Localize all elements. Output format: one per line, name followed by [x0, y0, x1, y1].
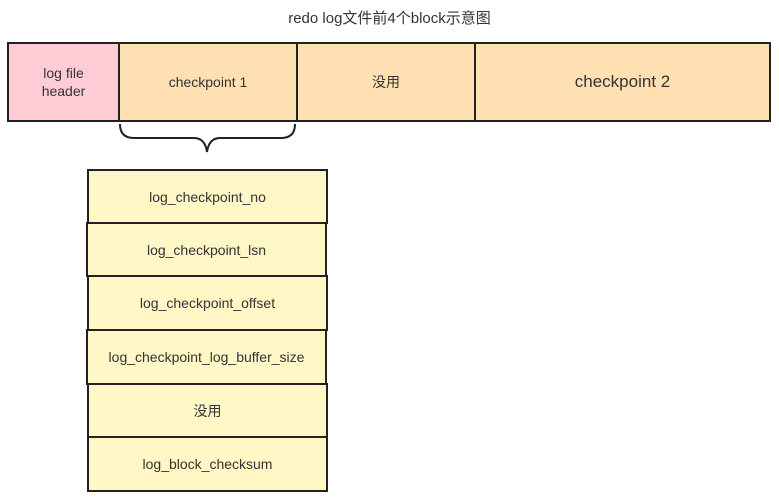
field-log-checkpoint-lsn: log_checkpoint_lsn [86, 222, 327, 277]
block-checkpoint-1: checkpoint 1 [118, 42, 298, 122]
block-unused: 没用 [296, 42, 476, 122]
block-unused-label: 没用 [372, 74, 400, 90]
field-label: log_checkpoint_lsn [146, 241, 267, 258]
block-header-line2: header [41, 83, 86, 99]
diagram-title: redo log文件前4个block示意图 [288, 10, 491, 27]
field-log-checkpoint-log-buffer-size: log_checkpoint_log_buffer_size [86, 329, 327, 385]
field-label: 没用 [193, 402, 222, 419]
field-label: log_block_checksum [142, 456, 273, 472]
block-checkpoint-2: checkpoint 2 [474, 42, 771, 122]
block-checkpoint-1-label: checkpoint 1 [168, 74, 248, 90]
field-label: log_checkpoint_offset [139, 295, 276, 311]
field-log-checkpoint-no: log_checkpoint_no [87, 169, 328, 224]
field-label: log_checkpoint_no [149, 188, 266, 205]
field-unused: 没用 [87, 383, 328, 438]
field-log-block-checksum: log_block_checksum [87, 436, 328, 492]
field-log-checkpoint-offset: log_checkpoint_offset [87, 275, 328, 331]
block-header-line1: log file [43, 65, 84, 81]
field-label: log_checkpoint_log_buffer_size [108, 349, 305, 365]
block-checkpoint-2-label: checkpoint 2 [574, 72, 671, 91]
